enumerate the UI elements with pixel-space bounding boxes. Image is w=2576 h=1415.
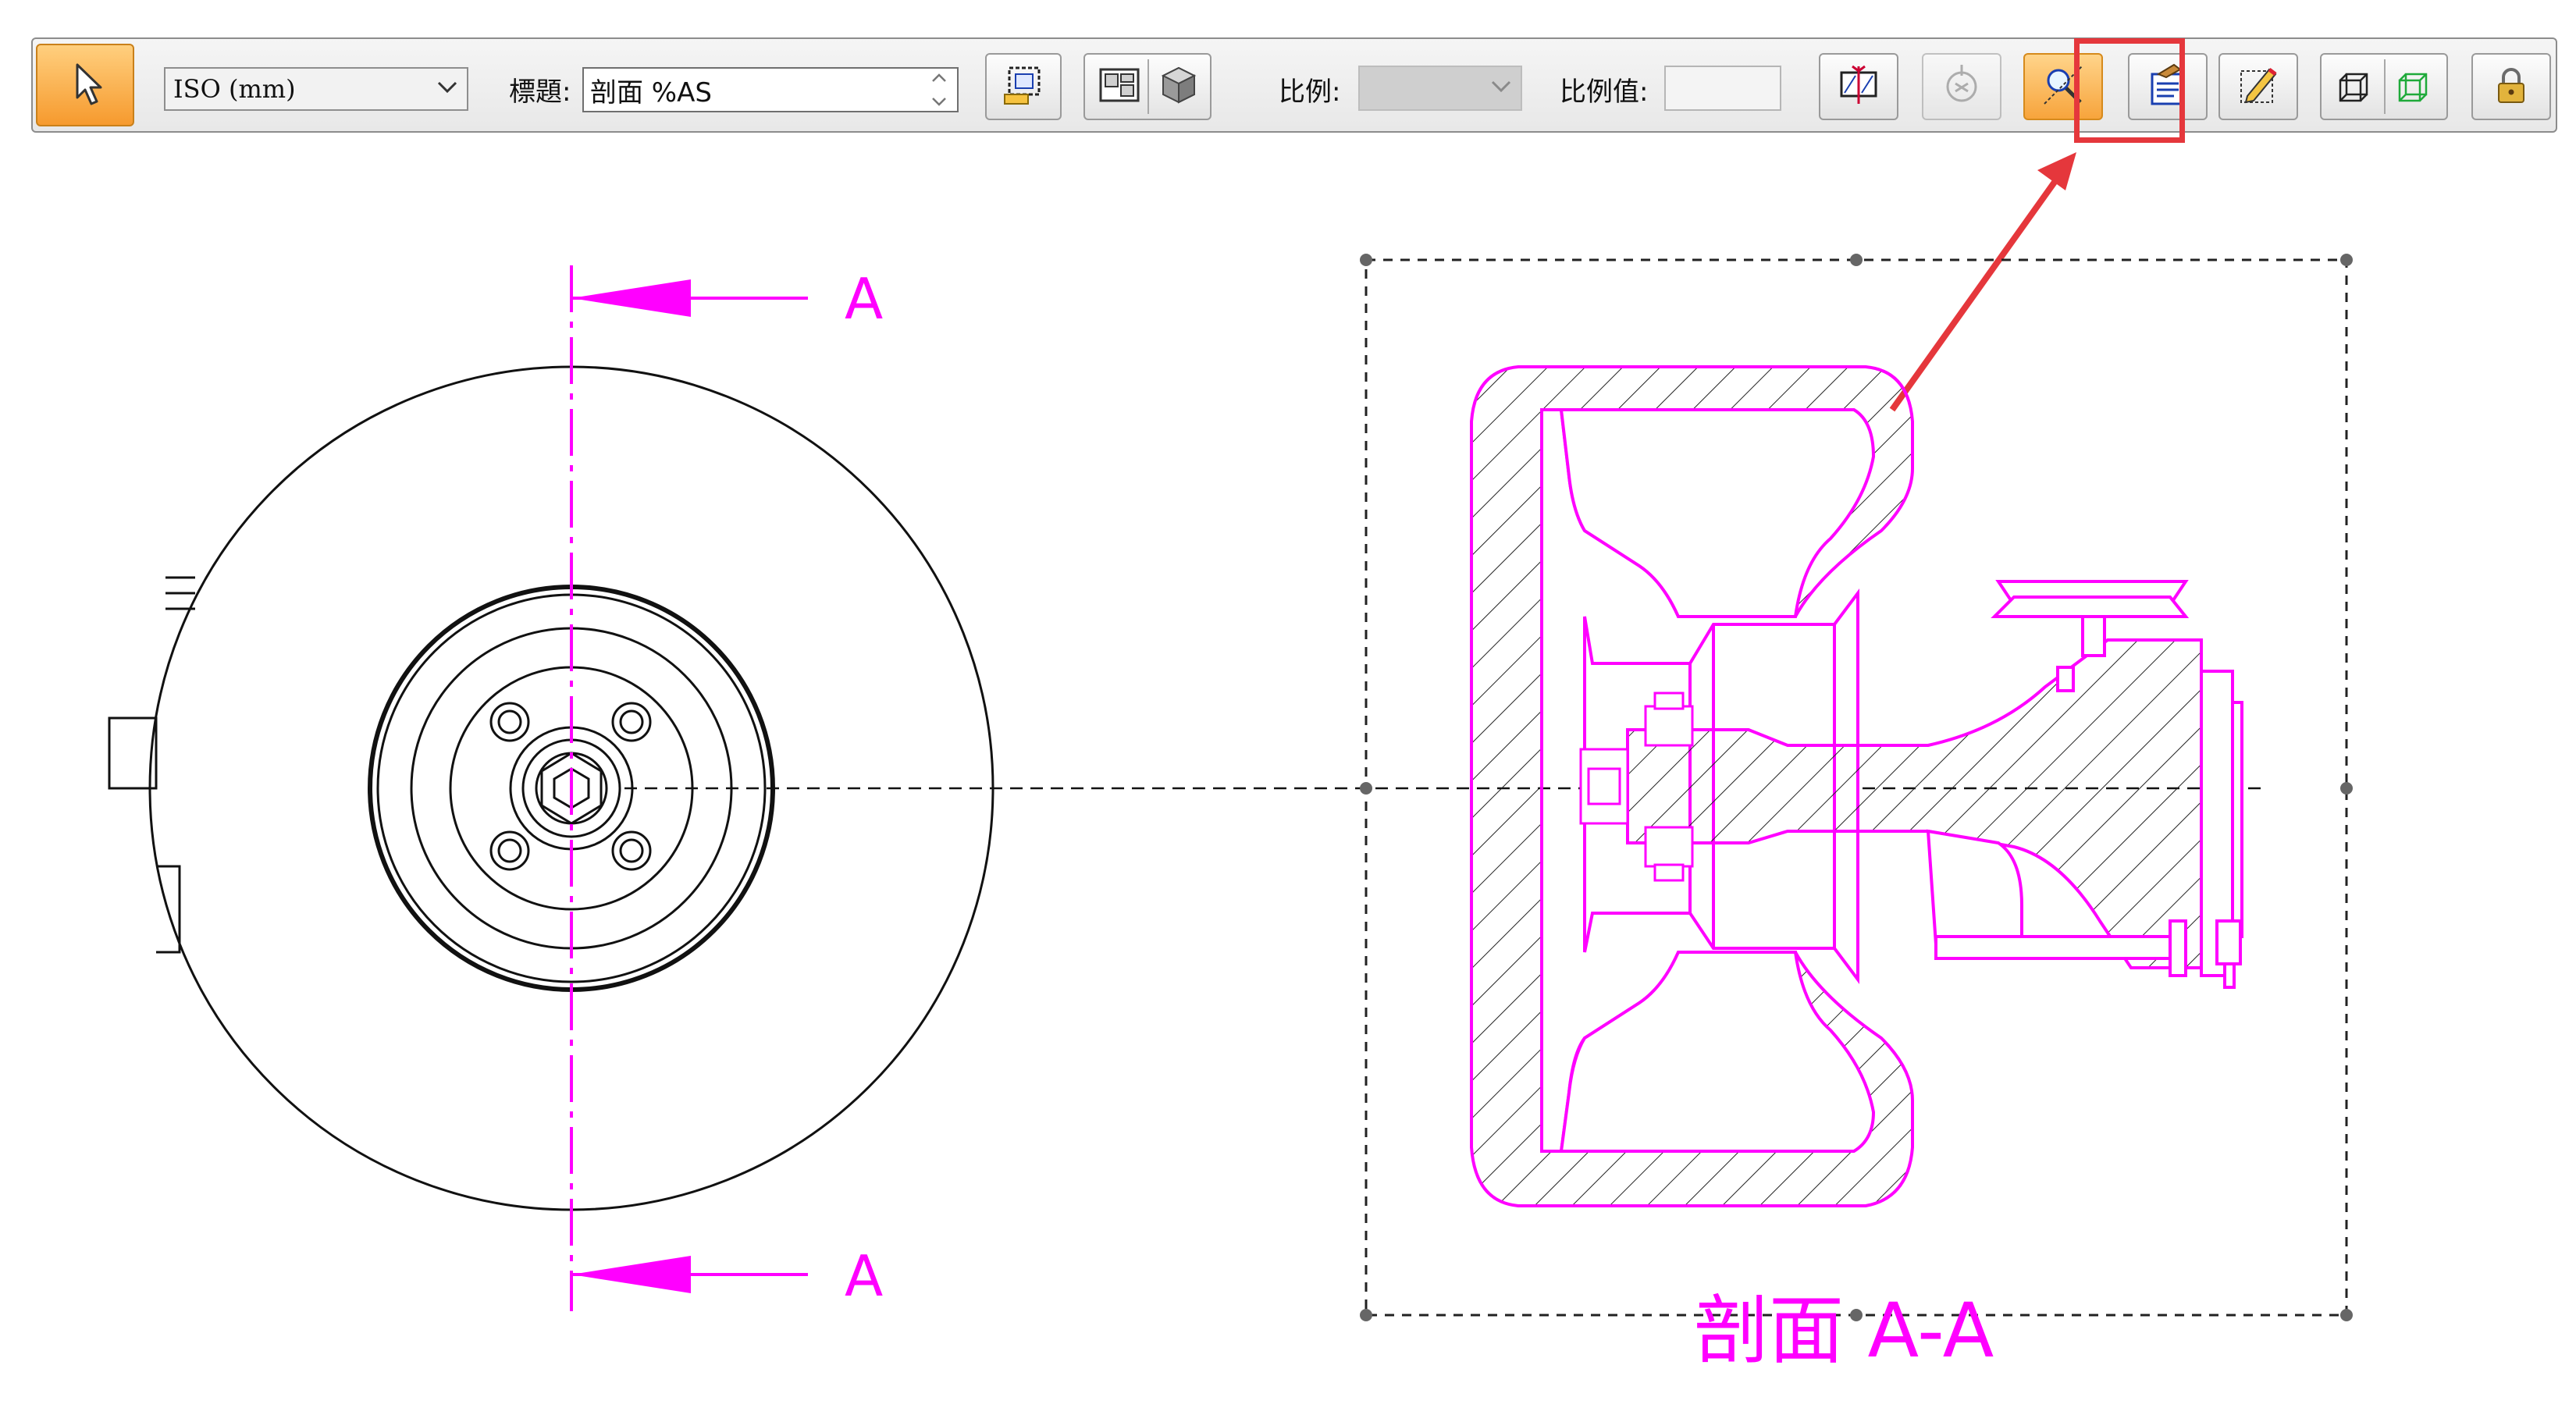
display-options-icon xyxy=(1937,60,1987,113)
cube-view-button[interactable] xyxy=(2320,53,2448,120)
display-options-button[interactable] xyxy=(1922,53,2001,120)
select-tool-button[interactable] xyxy=(36,44,134,126)
section-letter-bottom[interactable]: A xyxy=(845,1243,883,1309)
edit-drawing-button[interactable] xyxy=(2218,53,2298,120)
title-field-value: 剖面 %AS xyxy=(590,76,712,108)
scale-label: 比例: xyxy=(1279,76,1341,108)
callout-arrow xyxy=(1889,152,2076,412)
select-arrow-icon xyxy=(60,59,110,112)
lock-button[interactable] xyxy=(2471,53,2551,120)
green-cube-icon xyxy=(2390,60,2440,113)
wheel-front-view[interactable] xyxy=(108,365,994,1211)
spinner-up-icon xyxy=(932,73,946,82)
section-line[interactable] xyxy=(570,265,808,1311)
view-caption-button[interactable] xyxy=(985,53,1062,120)
title-spinner[interactable] xyxy=(926,73,952,106)
shaded-cube-icon xyxy=(1154,60,1204,113)
section-view-icon xyxy=(1834,60,1884,113)
view-layout-icon xyxy=(1094,60,1144,113)
section-letter-top[interactable]: A xyxy=(845,266,883,332)
standard-value: ISO (mm) xyxy=(173,74,296,104)
selection-handles[interactable] xyxy=(1360,254,2353,1321)
standard-dropdown[interactable]: ISO (mm) xyxy=(164,67,468,111)
wireframe-cube-icon xyxy=(2331,60,2381,113)
spinner-down-icon xyxy=(932,98,946,106)
view-caption-icon xyxy=(998,60,1048,113)
scale-value-label: 比例值: xyxy=(1560,76,1649,108)
properties-button[interactable] xyxy=(2128,53,2208,120)
section-view-a-a[interactable] xyxy=(1360,254,2353,1321)
scale-dropdown[interactable] xyxy=(1358,66,1522,111)
callout-highlight-box xyxy=(2074,38,2185,143)
lock-icon xyxy=(2486,60,2536,113)
section-view-caption[interactable]: 剖面 A-A xyxy=(1694,1287,1994,1374)
lug-nut xyxy=(611,702,652,742)
chevron-down-icon xyxy=(1491,80,1511,96)
title-label: 標題: xyxy=(509,76,571,108)
view-layout-button[interactable] xyxy=(1083,53,1212,120)
ribbon-toolbar: ISO (mm) 標題: 剖面 %AS xyxy=(31,37,2557,133)
scale-value-field[interactable] xyxy=(1664,66,1781,111)
section-view-button[interactable] xyxy=(1819,53,1898,120)
lug-nut xyxy=(489,702,530,742)
chevron-down-icon xyxy=(437,81,457,97)
title-field[interactable]: 剖面 %AS xyxy=(582,67,959,112)
properties-icon xyxy=(2143,60,2193,113)
lug-nut xyxy=(611,830,652,871)
edit-drawing-icon xyxy=(2233,60,2283,113)
lug-nut xyxy=(489,830,530,871)
